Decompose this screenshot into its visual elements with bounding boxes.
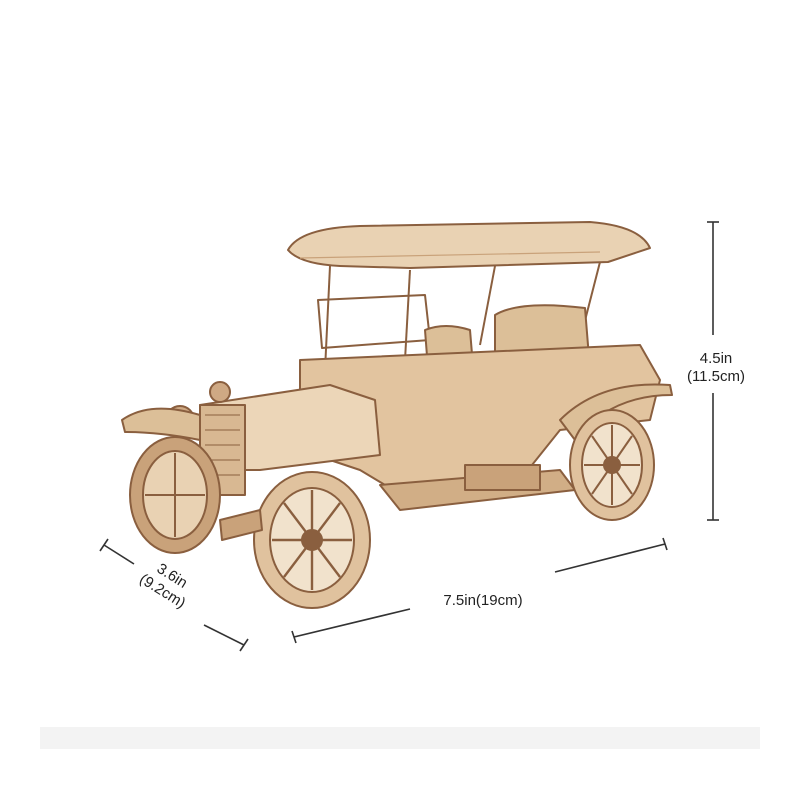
length-imperial: 7.5in [443,592,476,609]
height-dimension-label: 4.5in (11.5cm) [676,350,756,386]
roof [287,221,651,269]
width-line-top [103,544,135,565]
toolbox [464,464,541,491]
far-front-wheel [129,436,221,554]
length-line-left [293,608,411,638]
length-line-right [554,543,666,573]
dimension-lines [99,221,719,652]
length-dimension-label: 7.5in(19cm) [418,592,548,610]
width-line-bottom [203,624,245,646]
windshield-frame [317,294,431,349]
floor-shadow [40,727,760,749]
height-metric: (11.5cm) [686,368,746,385]
length-metric: (19cm) [475,592,523,609]
rear-wheel [569,409,655,521]
height-imperial: 4.5in [699,350,733,367]
car-model [121,221,673,609]
front-wheel [253,471,371,609]
roof-post [324,265,331,371]
front-fender [121,407,201,441]
